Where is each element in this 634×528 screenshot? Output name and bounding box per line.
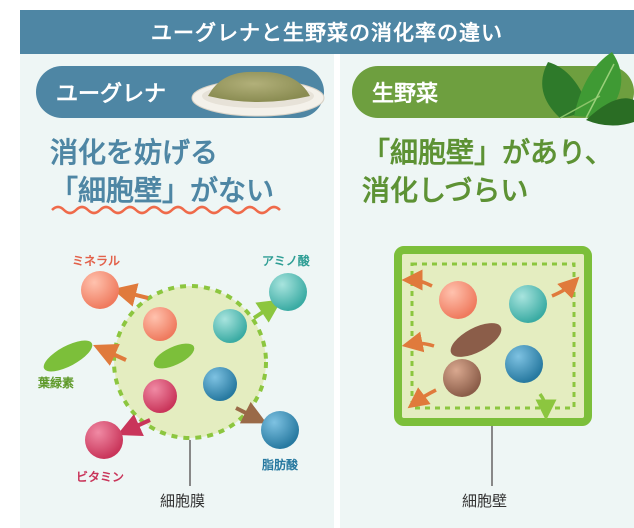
inner-chloroplast <box>153 343 195 369</box>
label-minerals: ミネラル <box>72 254 121 268</box>
blocked-arrow-top-left <box>401 269 433 291</box>
vegetable-cell <box>394 246 592 426</box>
title-banner: ユーグレナと生野菜の消化率の違い <box>20 10 634 54</box>
blocked-arrow-bottom-left <box>407 387 437 409</box>
label-amino-acid: アミノ酸 <box>262 254 310 268</box>
euglena-cell <box>112 284 268 440</box>
caption-cell-membrane: 細胞膜 <box>160 492 206 510</box>
arrow-to-fatty-acid <box>235 401 267 424</box>
caption-cell-wall: 細胞壁 <box>462 492 508 510</box>
minerals-ball <box>81 271 119 309</box>
label-chlorophyll: 葉緑素 <box>38 376 75 390</box>
veg-navy-nutrient <box>505 345 543 383</box>
vitamin-ball <box>85 421 123 459</box>
euglena-powder-plate-icon <box>191 71 325 117</box>
inner-crimson-nutrient <box>143 379 177 413</box>
euglena-heading-line1: 消化を妨げる <box>50 136 219 169</box>
arrow-to-amino <box>252 299 282 323</box>
chlorophyll-leaf <box>43 340 93 372</box>
label-vitamin: ビタミン <box>76 470 125 484</box>
arrow-to-minerals <box>112 283 149 307</box>
vegetable-heading: 「細胞壁」があり、 消化しづらい <box>362 134 613 210</box>
inner-salmon-nutrient <box>143 307 177 341</box>
amino-acid-ball <box>269 273 307 311</box>
euglena-heading-line2: 「細胞壁」がない <box>50 174 275 207</box>
arrow-to-vitamin <box>117 414 151 436</box>
label-fatty-acid: 脂肪酸 <box>262 458 299 472</box>
veg-teal-nutrient <box>509 285 547 323</box>
blocked-arrow-left <box>401 331 435 353</box>
veg-brown-nutrient <box>443 359 481 397</box>
euglena-heading: 消化を妨げる 「細胞壁」がない <box>50 134 274 210</box>
spinach-leaves-icon <box>542 52 634 126</box>
vegetable-tag-text: 生野菜 <box>372 82 439 107</box>
panel-divider <box>334 54 340 528</box>
arrow-to-chlorophyll <box>93 344 127 366</box>
euglena-tag-text: ユーグレナ <box>56 82 167 107</box>
fatty-acid-ball <box>261 411 299 449</box>
title-text: ユーグレナと生野菜の消化率の違い <box>151 21 503 45</box>
blocked-arrow-bottom-right <box>535 392 557 421</box>
inner-teal-nutrient <box>213 309 247 343</box>
wavy-underline <box>51 205 281 215</box>
vegetable-heading-line1: 「細胞壁」があり、 <box>362 136 613 169</box>
blocked-arrow-top-right <box>551 276 580 299</box>
inner-navy-nutrient <box>203 367 237 401</box>
vegetable-heading-line2: 消化しづらい <box>362 174 529 207</box>
veg-brown-organelle <box>450 323 502 357</box>
veg-salmon-nutrient <box>439 281 477 319</box>
